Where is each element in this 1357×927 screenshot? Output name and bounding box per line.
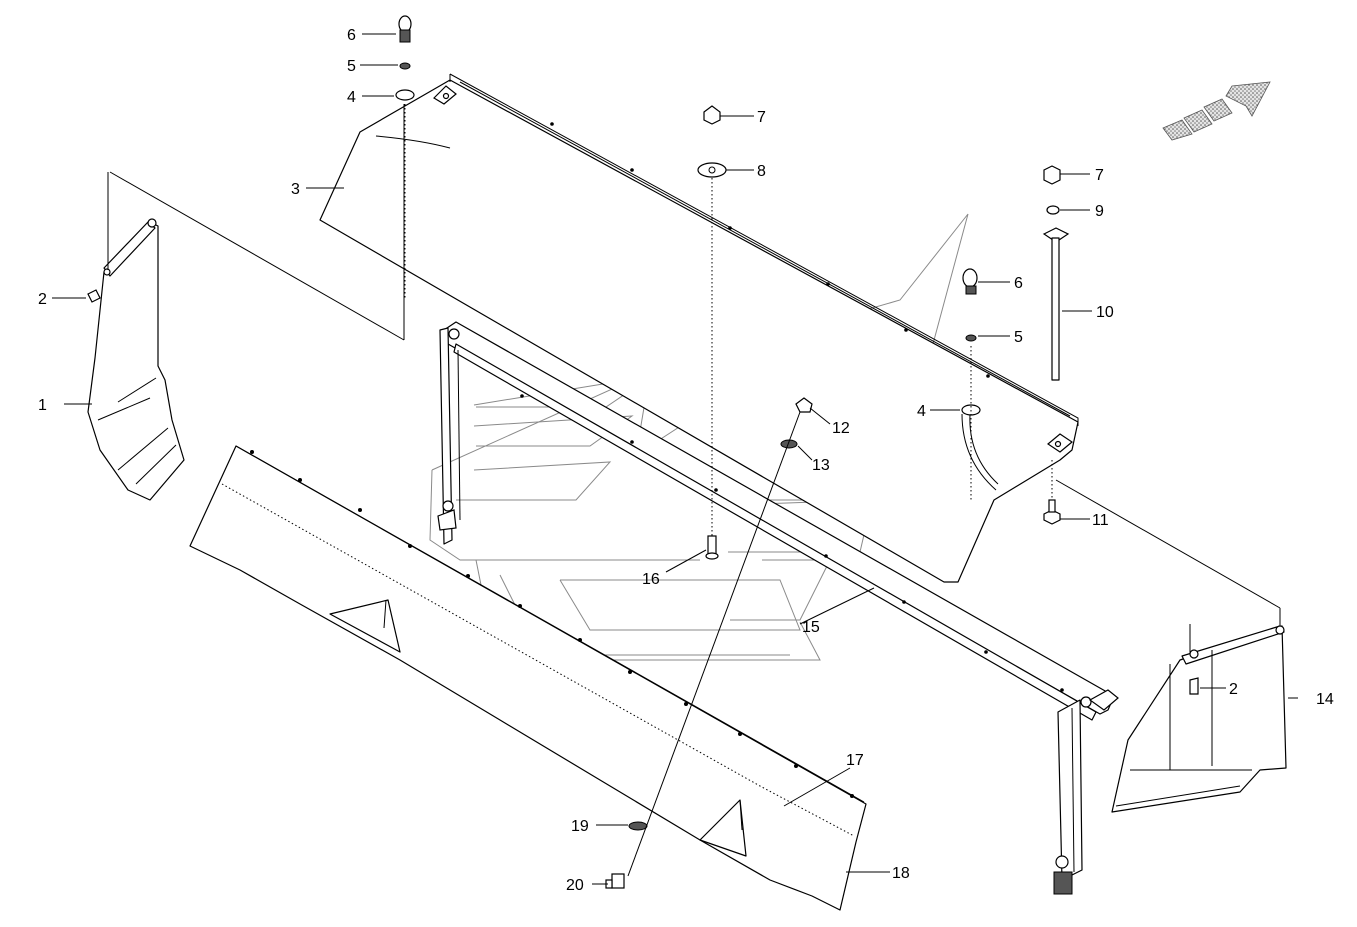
frame-bolt-holes xyxy=(520,394,1064,692)
eye-bolt-left xyxy=(398,15,412,43)
right-side-panel xyxy=(1111,625,1287,813)
callout-1: 1 xyxy=(38,397,47,414)
callout-15: 15 xyxy=(802,619,820,636)
callout-10: 10 xyxy=(1096,304,1114,321)
direction-arrow-icon xyxy=(1162,81,1271,141)
callout-17: 17 xyxy=(846,752,864,769)
callout-5: 5 xyxy=(1014,329,1023,346)
callout-3: 3 xyxy=(291,181,300,198)
callout-11: 11 xyxy=(1092,512,1109,529)
eye-bolt-right xyxy=(962,268,978,295)
callout-4: 4 xyxy=(347,89,356,106)
callout-labels: 1 2 2 3 4 4 5 5 6 6 7 7 8 9 10 11 12 13 … xyxy=(38,27,1334,894)
assembly-guide-lines xyxy=(107,104,1281,877)
hardware xyxy=(87,15,1199,889)
callout-20: 20 xyxy=(566,877,584,894)
callout-8: 8 xyxy=(757,163,766,180)
callout-2: 2 xyxy=(1229,681,1238,698)
callout-19: 19 xyxy=(571,818,589,835)
callout-18: 18 xyxy=(892,865,910,882)
top-cover xyxy=(319,73,1079,583)
frame xyxy=(437,321,1119,895)
callout-9: 9 xyxy=(1095,203,1104,220)
callout-5: 5 xyxy=(347,58,356,75)
curtain-rivets xyxy=(250,450,854,798)
callout-6: 6 xyxy=(347,27,356,44)
callout-7: 7 xyxy=(757,109,766,126)
callout-13: 13 xyxy=(812,457,830,474)
callout-4: 4 xyxy=(917,403,926,420)
callout-leaders xyxy=(52,33,1298,885)
callout-6: 6 xyxy=(1014,275,1023,292)
cover-bolt-holes xyxy=(550,122,990,378)
callout-7: 7 xyxy=(1095,167,1104,184)
callout-16: 16 xyxy=(642,571,660,588)
front-curtain xyxy=(189,445,867,911)
left-side-panel xyxy=(87,218,185,501)
callout-14: 14 xyxy=(1316,691,1334,708)
callout-2: 2 xyxy=(38,291,47,308)
callout-12: 12 xyxy=(832,420,850,437)
